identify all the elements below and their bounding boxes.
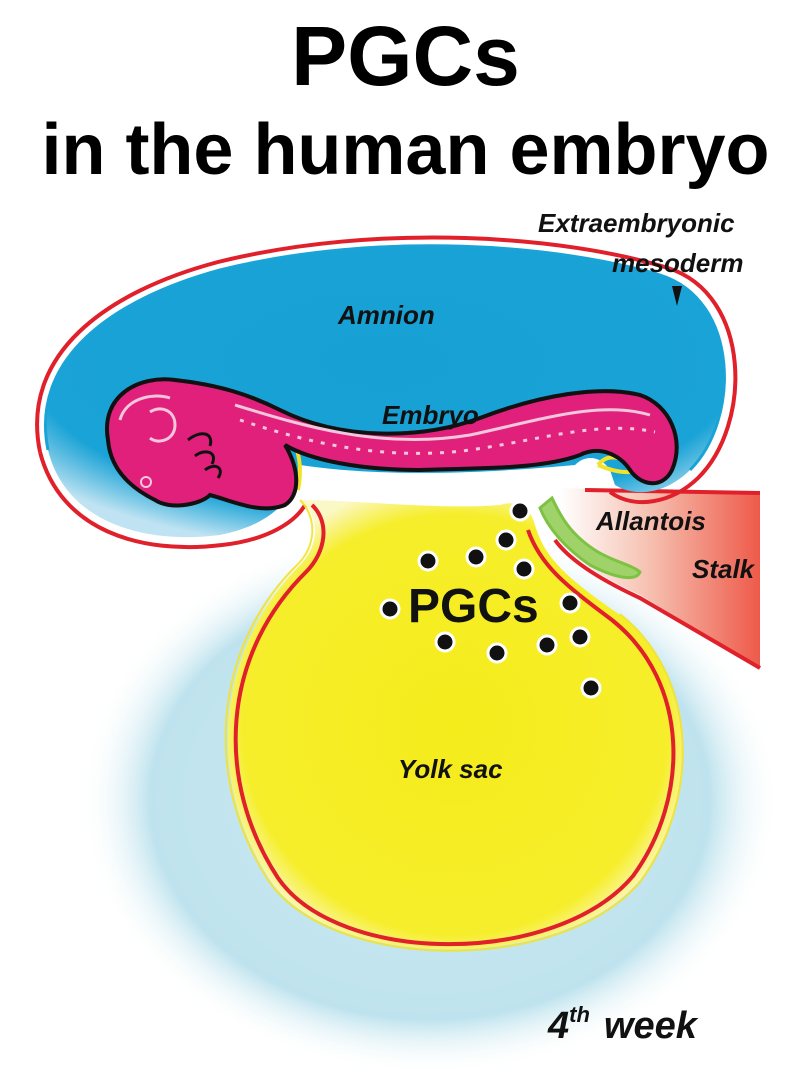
pgc-dot [434,631,456,653]
yolk-sac-inner-outline [224,499,684,952]
mesoderm-pointer-arrow [672,286,682,306]
neural-tube-line [234,403,651,442]
pgc-dot [536,634,558,656]
pgc-dot [486,642,508,664]
label-embryo: Embryo [382,400,479,430]
pgc-dot [569,626,591,648]
embryo-body [104,377,679,511]
pharyngeal-arches [187,432,222,479]
mesoderm-outline-lower-left [38,451,307,550]
eye-placode [140,476,152,488]
pgc-dot [379,598,401,620]
week-suffix: th [569,1002,590,1027]
pgc-dot [580,677,602,699]
label-stalk: Stalk [692,554,756,584]
label-extraembryonic-line1: Extraembryonic [538,208,735,238]
allantois [538,495,642,580]
title-line-2: in the human embryo [41,110,770,190]
week-word: week [604,1005,699,1047]
title-line-1: PGCs [291,9,520,103]
pgc-dot [513,558,535,580]
pgc-dot [559,592,581,614]
connecting-stalk [560,488,760,668]
stalk-outline-bottom [553,538,762,670]
week-number: 4 [547,1005,569,1047]
yolk-sac-outline [233,503,676,947]
pgc-dot [509,500,531,522]
pgc-dot [465,546,487,568]
label-yolk-sac: Yolk sac [398,754,503,784]
label-pgcs: PGCs [408,580,539,633]
label-extraembryonic-line2: mesoderm [612,248,744,278]
stalk-outline-top [584,488,761,495]
somite-line [239,418,656,455]
pgc-dot [417,550,439,572]
pgc-dot [495,529,517,551]
amnion-outline [44,244,726,472]
label-amnion: Amnion [337,300,435,330]
extraembryonic-mesoderm-outline [35,235,738,505]
head-structure-outline [118,394,177,443]
label-allantois: Allantois [595,506,706,536]
pgc-cells [379,500,602,699]
